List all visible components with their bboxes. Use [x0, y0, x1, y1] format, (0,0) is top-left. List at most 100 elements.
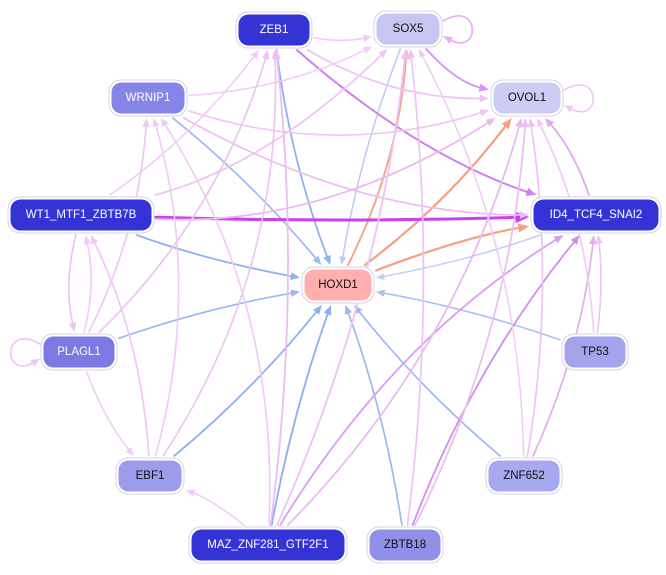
arrowhead-icon [479, 94, 489, 103]
edge-line [382, 292, 561, 341]
node-WT1_MTF1_ZBTB7B[interactable]: WT1_MTF1_ZBTB7B [7, 196, 155, 234]
edge-PLAGL1-HOXD1 [118, 289, 300, 340]
arrowhead-icon [323, 305, 332, 316]
arrowhead-icon [376, 273, 385, 280]
arrowhead-icon [273, 50, 281, 60]
edge-line [526, 124, 544, 457]
edge-WRNIP1-HOXD1 [171, 117, 322, 265]
edge-line [154, 123, 180, 457]
edge-line [406, 55, 425, 526]
edge-line [549, 122, 590, 196]
node-body [564, 336, 626, 368]
self-loop-SOX5 [442, 15, 474, 44]
arrowhead-icon [261, 50, 270, 60]
edge-EBF1-WT1_MTF1_ZBTB7B [90, 235, 150, 457]
arrowhead-icon [588, 235, 597, 245]
edge-ZNF652-OVOL1 [526, 118, 544, 457]
edge-WT1_MTF1_ZBTB7B-HOXD1 [135, 234, 300, 280]
arrowhead-icon [418, 49, 426, 58]
node-MAZ_ZNF281_GTF2F1[interactable]: MAZ_ZNF281_GTF2F1 [188, 526, 348, 564]
edge-ZBTB18-ID4_TCF4_SNAI2 [411, 235, 580, 526]
edge-line [374, 226, 522, 272]
node-body [43, 336, 115, 368]
arrowhead-icon [401, 49, 409, 59]
edge-line [347, 56, 408, 266]
edge-ID4_TCF4_SNAI2-HOXD1 [376, 234, 542, 280]
arrowhead-icon [544, 118, 554, 128]
edge-ZBTB18-OVOL1 [414, 118, 529, 526]
edge-WRNIP1-ID4_TCF4_SNAI2 [182, 117, 529, 219]
arrowhead-icon [152, 118, 160, 128]
node-ZBTB18[interactable]: ZBTB18 [366, 526, 444, 564]
node-HOXD1[interactable]: HOXD1 [301, 266, 375, 304]
edge-WRNIP1-SOX5 [188, 46, 372, 97]
edge-line [98, 56, 267, 333]
arrowhead-icon [536, 118, 544, 128]
edge-ZEB1-ID4_TCF4_SNAI2 [295, 49, 537, 196]
node-ZEB1[interactable]: ZEB1 [235, 11, 313, 49]
arrowhead-icon [323, 254, 331, 265]
node-TP53[interactable]: TP53 [561, 333, 629, 371]
edge-PLAGL1-ZEB1 [98, 50, 270, 333]
node-body [369, 529, 441, 561]
edge-line [171, 117, 318, 261]
edge-ZNF652-SOX5 [418, 49, 525, 457]
edge-SOX5-HOXD1 [339, 48, 402, 265]
edge-line [381, 234, 542, 278]
node-OVOL1[interactable]: OVOL1 [490, 79, 564, 117]
arrowhead-icon [515, 118, 523, 128]
edge-line [414, 124, 526, 526]
arrowhead-icon [570, 235, 580, 245]
node-ID4_TCF4_SNAI2[interactable]: ID4_TCF4_SNAI2 [530, 196, 662, 234]
arrowhead-icon [68, 322, 77, 332]
node-body [488, 460, 560, 492]
edge-MAZ_ZNF281_GTF2F1-WRNIP1 [160, 118, 271, 526]
edge-ID4_TCF4_SNAI2-OVOL1 [544, 118, 590, 196]
edges-layer [9, 15, 603, 526]
arrowhead-icon [142, 118, 150, 128]
arrowhead-icon [250, 50, 259, 59]
edge-line [363, 123, 508, 267]
edge-WT1_MTF1_ZBTB7B-SOX5 [154, 49, 388, 196]
arrowhead-icon [501, 118, 512, 130]
self-loop-line [442, 15, 474, 44]
arrowhead-icon [313, 305, 322, 315]
self-loop-line [9, 338, 41, 367]
edge-ZBTB18-HOXD1 [344, 305, 403, 526]
edge-MAZ_ZNF281_GTF2F1-OVOL1 [286, 118, 523, 526]
arrowhead-icon [362, 34, 372, 42]
edge-line [109, 54, 256, 196]
arrowhead-icon [525, 187, 537, 196]
node-WRNIP1[interactable]: WRNIP1 [108, 79, 188, 117]
node-ZNF652[interactable]: ZNF652 [485, 457, 563, 495]
edge-line [275, 49, 329, 259]
node-EBF1[interactable]: EBF1 [115, 457, 185, 495]
edge-ZBTB18-SOX5 [406, 49, 425, 526]
edge-TP53-ID4_TCF4_SNAI2 [595, 235, 603, 333]
arrowhead-icon [521, 118, 529, 128]
node-body [191, 529, 345, 561]
arrowhead-icon [125, 447, 134, 456]
node-PLAGL1[interactable]: PLAGL1 [40, 333, 118, 371]
edge-MAZ_ZNF281_GTF2F1-EBF1 [186, 489, 245, 526]
arrowhead-icon [312, 255, 322, 265]
edge-ZNF652-HOXD1 [353, 305, 502, 457]
edge-MAZ_ZNF281_GTF2F1-HOXD1 [270, 305, 332, 526]
edge-line [173, 309, 319, 457]
edge-ZEB1-OVOL1 [306, 49, 489, 103]
node-SOX5[interactable]: SOX5 [373, 10, 443, 48]
arrowhead-icon [290, 289, 300, 297]
edge-MAZ_ZNF281_GTF2F1-ID4_TCF4_SNAI2 [279, 235, 564, 526]
edge-line [346, 310, 403, 526]
arrowhead-icon [595, 235, 603, 244]
edge-PLAGL1-EBF1 [85, 371, 134, 456]
edge-line [83, 241, 92, 333]
arrowhead-icon [290, 272, 300, 280]
edge-line [421, 54, 525, 457]
edge-line [188, 110, 484, 136]
edge-line [188, 48, 367, 97]
edge-WT1_MTF1_ZBTB7B-ZEB1 [109, 50, 259, 196]
